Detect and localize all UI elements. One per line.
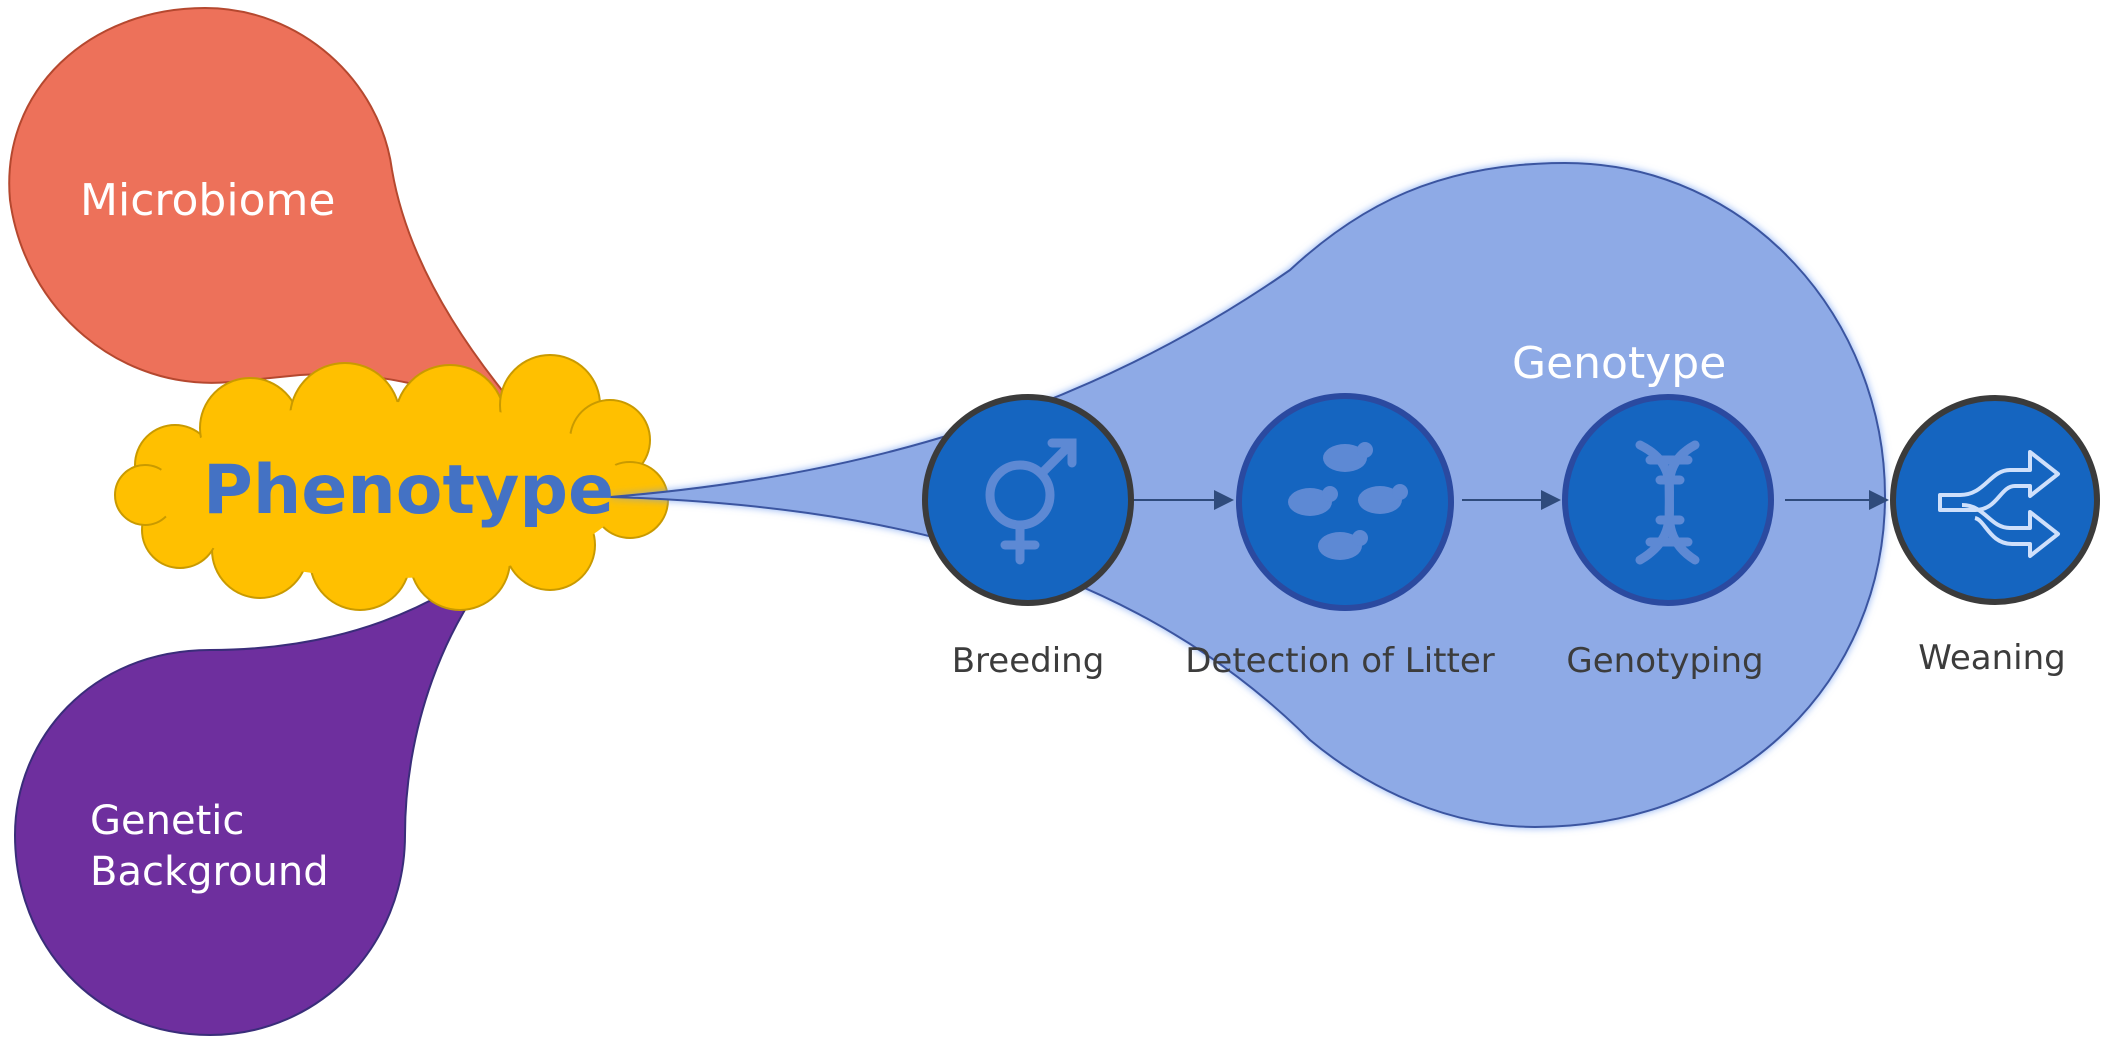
step-weaning[interactable] bbox=[1890, 395, 2100, 605]
step-breeding[interactable] bbox=[922, 394, 1134, 606]
microbiome-label: Microbiome bbox=[80, 175, 335, 226]
dna-icon bbox=[1635, 440, 1700, 565]
genetic-background-label-line1: Genetic bbox=[90, 798, 244, 844]
step-circle bbox=[922, 394, 1134, 606]
step-label-weaning: Weaning bbox=[1918, 638, 2066, 678]
step-label-genotyping: Genotyping bbox=[1566, 641, 1763, 681]
genetic-background-bubble bbox=[13, 539, 519, 1037]
genetic-background-label-line2: Background bbox=[90, 849, 329, 895]
gender-symbol-icon bbox=[985, 438, 1077, 565]
step-detection-of-litter[interactable] bbox=[1236, 393, 1454, 611]
phenotype-label: Phenotype bbox=[203, 451, 614, 530]
genotype-label: Genotype bbox=[1512, 338, 1726, 389]
step-label-detection-of-litter: Detection of Litter bbox=[1185, 641, 1495, 681]
phenotype-cloud-fill bbox=[155, 402, 625, 578]
step-label-breeding: Breeding bbox=[952, 641, 1105, 681]
split-arrows-icon bbox=[1938, 450, 2060, 558]
step-genotyping[interactable] bbox=[1562, 394, 1774, 606]
mice-icon bbox=[1288, 442, 1408, 560]
step-circle bbox=[1236, 393, 1454, 611]
